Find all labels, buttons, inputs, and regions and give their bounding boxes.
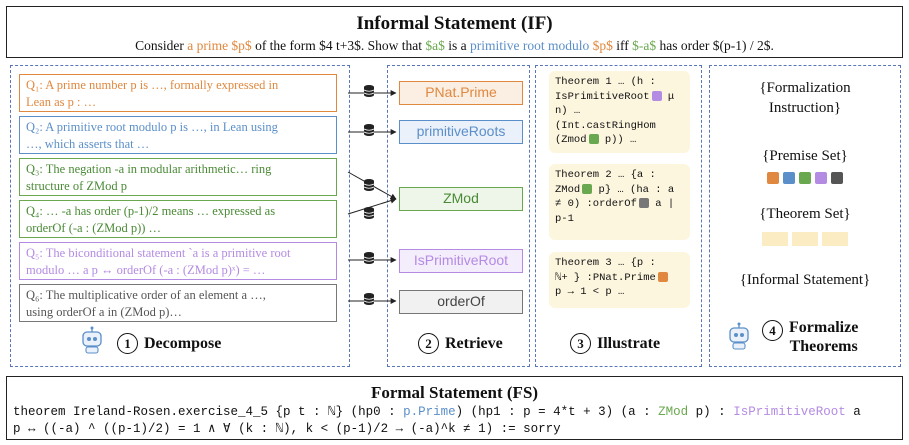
premise-is-primitive-root: IsPrimitiveRoot — [399, 249, 523, 273]
informal-title: Informal Statement (IF) — [356, 13, 553, 34]
premise-order-of: orderOf — [399, 290, 523, 314]
query-q1: Q₁: A prime number p is …, formally expr… — [19, 74, 337, 112]
theorem-chip — [822, 232, 848, 246]
database-icon — [363, 252, 375, 264]
theorem-chip — [792, 232, 818, 246]
database-icon — [363, 293, 375, 305]
robot-icon — [729, 322, 749, 350]
query-q4: Q₄: … -a has order (p-1)/2 means … expre… — [19, 200, 337, 238]
retrieve-panel — [387, 65, 530, 367]
premise-set-chips — [709, 172, 901, 189]
formalize-content: {Formalization Instruction} {Premise Set… — [709, 80, 901, 340]
formalization-instruction-line2: Instruction} — [768, 100, 842, 116]
query-q6: Q₆: The multiplicative order of an eleme… — [19, 284, 337, 322]
formal-title: Formal Statement (FS) — [370, 383, 539, 402]
theorem-card-1: Theorem 1 … (h : IsPrimitiveRoot μ n) … … — [549, 71, 690, 153]
premise-chip-purple — [815, 172, 827, 184]
informal-statement-box: Informal Statement (IF) Consider a prime… — [6, 6, 903, 58]
robot-icon — [82, 326, 102, 354]
purple-square-icon — [651, 90, 662, 101]
theorem-set-label: {Theorem Set} — [759, 206, 851, 222]
premise-chip-gray — [831, 172, 843, 184]
query-q3: Q₃: The negation -a in modular arithmeti… — [19, 158, 337, 196]
gray-square-icon — [638, 198, 649, 209]
query-q2: Q₂: A primitive root modulo p is …, in L… — [19, 116, 337, 154]
theorem-card-3: Theorem 3 … {p : ℕ+ } :PNat.Prime p → 1 … — [549, 252, 690, 308]
green-square-icon — [582, 183, 593, 194]
theorem-set-chips — [709, 232, 901, 251]
premise-pnat-prime: PNat.Prime — [399, 81, 523, 105]
premise-chip-orange — [767, 172, 779, 184]
theorem-chip — [762, 232, 788, 246]
decompose-panel — [10, 65, 350, 367]
orange-square-icon — [657, 271, 668, 282]
formal-code: theorem Ireland-Rosen.exercise_4_5 {p t … — [13, 405, 861, 436]
premise-set-label: {Premise Set} — [762, 148, 848, 164]
premise-zmod: ZMod — [399, 187, 523, 211]
illustrate-panel — [535, 65, 702, 367]
premise-primitive-roots: primitiveRoots — [399, 120, 523, 144]
informal-text: Consider a prime $p$ of the form $4 t+3$… — [135, 38, 774, 53]
database-icon — [363, 179, 375, 191]
formal-statement-box: Formal Statement (FS) theorem Ireland-Ro… — [6, 376, 903, 440]
database-icon — [363, 207, 375, 219]
informal-statement-label: {Informal Statement} — [739, 272, 871, 288]
database-icon — [363, 85, 375, 97]
query-q5: Q₅: The biconditional statement `a is a … — [19, 242, 337, 280]
premise-chip-green — [799, 172, 811, 184]
premise-chip-blue — [783, 172, 795, 184]
green-square-icon — [588, 134, 599, 145]
database-icon — [363, 124, 375, 136]
formalization-instruction-line1: {Formalization — [759, 80, 851, 96]
theorem-card-2: Theorem 2 … {a : ZMod p} … (ha : a ≠ 0) … — [549, 164, 690, 240]
formalize-panel — [709, 65, 901, 367]
